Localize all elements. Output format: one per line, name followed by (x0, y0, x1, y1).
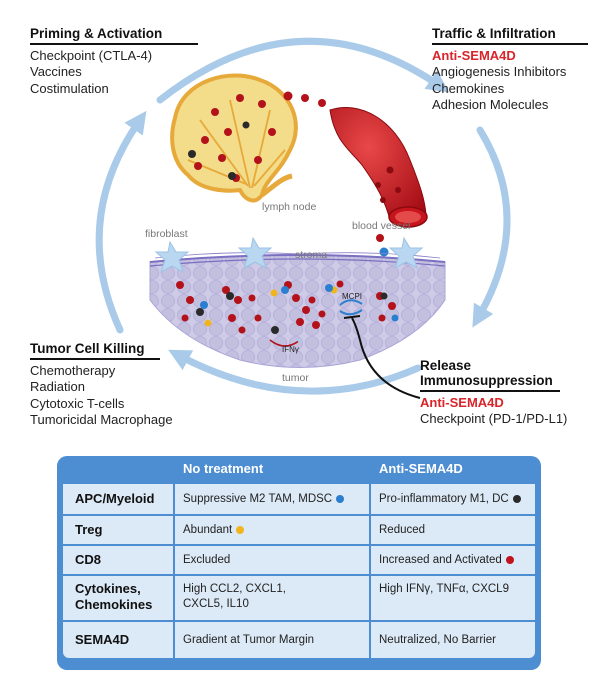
row-name-line: Cytokines, (75, 581, 141, 596)
cycle-arrow-top (156, 37, 450, 104)
row-name: APC/Myeloid (75, 491, 155, 506)
migrating-t-cells (283, 91, 326, 107)
priming-item: Vaccines (30, 64, 82, 79)
lymph-node-illustration (170, 73, 298, 203)
fibroblast-label: fibroblast (145, 228, 188, 240)
table-cell: Abundant (183, 523, 245, 538)
treg-dot-icon (236, 525, 245, 534)
table-cell: High CCL2, CXCL1, CXCL5, IL10 (183, 582, 286, 612)
release-title-line2: Immunosuppression (420, 373, 553, 388)
table-cell: Gradient at Tumor Margin (183, 634, 315, 646)
table-row: APC/Myeloid Suppressive M2 TAM, MDSC Pro… (63, 484, 535, 514)
mcpi-label: MCPI (342, 292, 362, 301)
table-row: CD8 Excluded Increased and Activated (63, 546, 535, 574)
cell-text: Pro-inflammatory M1, DC (379, 493, 509, 505)
traffic-item: Adhesion Molecules (432, 97, 549, 112)
table-cell: Suppressive M2 TAM, MDSC (183, 492, 345, 507)
row-name: Treg (75, 522, 103, 537)
priming-title: Priming & Activation (30, 26, 163, 41)
table-row: Cytokines, Chemokines High CCL2, CXCL1, … (63, 576, 535, 620)
priming-item: Costimulation (30, 80, 109, 96)
table-cell: Increased and Activated (379, 553, 514, 568)
traffic-underline (432, 43, 588, 45)
fibroblast-cells (154, 236, 424, 274)
killing-item: Chemotherapy (30, 362, 116, 378)
release-title-line1: Release (420, 358, 472, 373)
row-name: SEMA4D (75, 632, 130, 647)
row-name-line: Chemokines (75, 597, 153, 612)
traffic-title: Traffic & Infiltration (432, 26, 556, 41)
table-cell: Pro-inflammatory M1, DC (379, 492, 521, 507)
killing-title: Tumor Cell Killing (30, 341, 145, 356)
killing-section: Tumor Cell Killing Chemotherapy Radiatio… (30, 341, 173, 429)
table-cell: High IFNγ, TNFα, CXCL9 (379, 583, 509, 595)
release-item: Checkpoint (PD-1/PD-L1) (420, 411, 568, 426)
cycle-arrows (95, 37, 511, 395)
immunity-cycle-diagram: lymph node blood vessel fibroblast strom… (95, 37, 511, 399)
stroma-label: stroma (295, 249, 327, 261)
blood-vessel-label: blood vessel (352, 220, 410, 232)
cycle-arrow-left (95, 110, 147, 334)
cell-text: CXCL5, IL10 (183, 598, 249, 610)
release-highlight: Anti-SEMA4D (420, 394, 504, 410)
priming-item: Checkpoint (CTLA-4) (30, 47, 153, 63)
table-cell: Excluded (183, 554, 231, 566)
cell-text: Abundant (183, 524, 233, 536)
lymph-node-label: lymph node (262, 201, 316, 213)
cycle-arrow-right (472, 126, 511, 328)
row-name: Cytokines, Chemokines (75, 581, 152, 613)
cell-text: Suppressive M2 TAM, MDSC (183, 493, 333, 505)
table-row: SEMA4D Gradient at Tumor Margin Neutrali… (63, 622, 535, 658)
traffic-item: Angiogenesis Inhibitors (432, 64, 567, 79)
tumor-label: tumor (282, 372, 309, 384)
killing-item: Radiation (30, 379, 85, 394)
priming-underline (30, 43, 198, 45)
ifng-label: IFNγ (282, 345, 299, 354)
blood-vessel-illustration (329, 106, 428, 228)
killing-item: Cytotoxic T-cells (30, 395, 125, 411)
table-header-anti-sema4d: Anti-SEMA4D (379, 461, 463, 476)
treatment-comparison-table: No treatment Anti-SEMA4D APC/Myeloid Sup… (57, 456, 541, 670)
killing-item: Tumoricidal Macrophage (30, 412, 173, 427)
row-name: CD8 (75, 552, 102, 567)
tumor-tissue (149, 236, 446, 368)
inhibition-line (343, 315, 421, 399)
traffic-section: Traffic & Infiltration Anti-SEMA4D Angio… (432, 26, 588, 114)
table-cell: Neutralized, No Barrier (379, 634, 496, 646)
release-underline (420, 390, 560, 392)
myeloid-dot-icon (336, 494, 345, 503)
cycle-arrow-bottom (168, 349, 422, 395)
release-section: Release Immunosuppression Anti-SEMA4D Ch… (420, 358, 567, 428)
table-cell: Reduced (379, 524, 426, 536)
cell-text: Increased and Activated (379, 554, 502, 566)
dc-dot-icon (512, 494, 521, 503)
traffic-item: Chemokines (432, 80, 505, 96)
killing-underline (30, 358, 160, 360)
cell-text: High CCL2, CXCL1, (183, 583, 286, 595)
table-header-no-treatment: No treatment (183, 461, 264, 476)
cd8-dot-icon (505, 555, 514, 564)
table-row: Treg Abundant Reduced (63, 516, 535, 544)
traffic-highlight: Anti-SEMA4D (432, 47, 516, 63)
priming-section: Priming & Activation Checkpoint (CTLA-4)… (30, 26, 198, 97)
